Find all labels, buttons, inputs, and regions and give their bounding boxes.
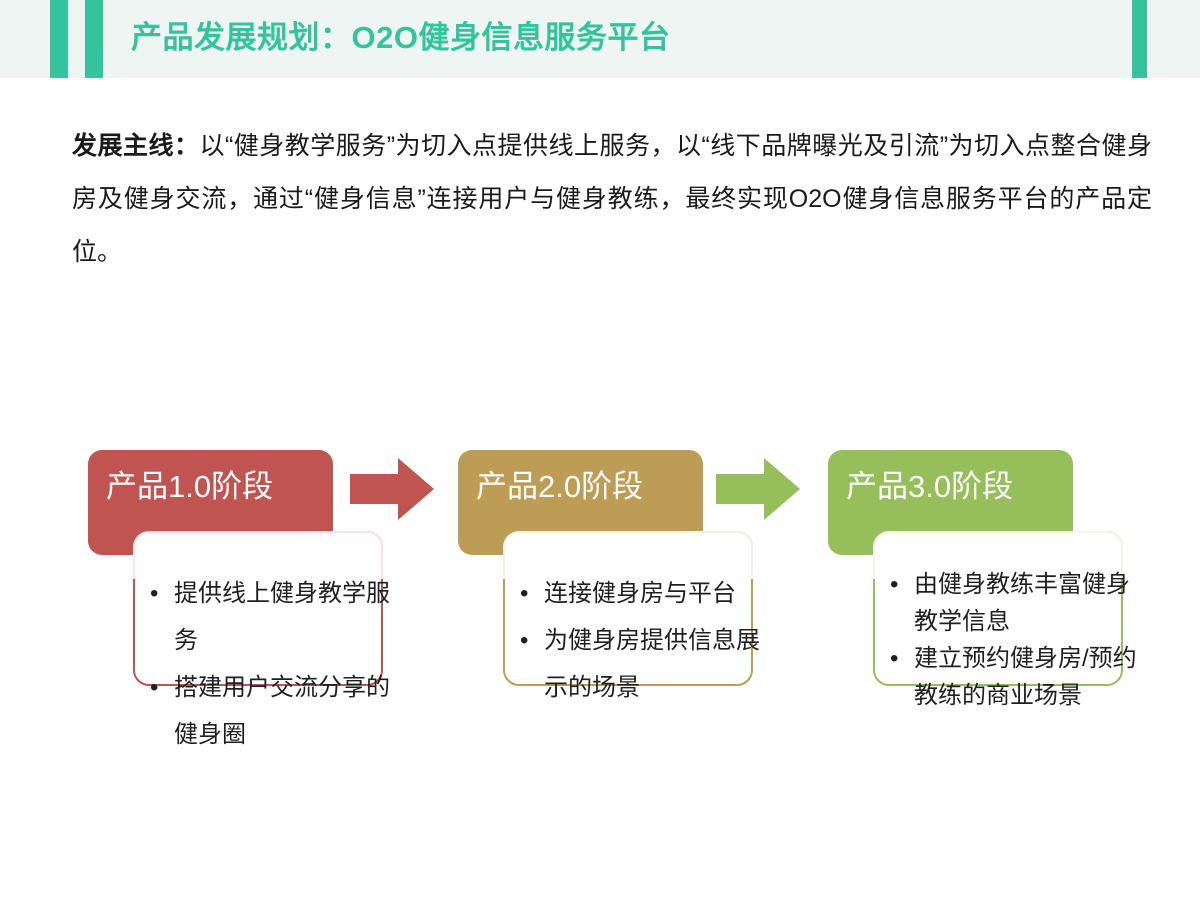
stage-flow-diagram: 产品1.0阶段 提供线上健身教学服务 搭建用户交流分享的健身圈 产品2.0阶段 bbox=[0, 440, 1200, 840]
stage-card-1[interactable]: 产品1.0阶段 提供线上健身教学服务 搭建用户交流分享的健身圈 bbox=[88, 440, 434, 820]
stage-3-bullet-list: 由健身教练丰富健身教学信息 建立预约健身房/预约教练的商业场景 bbox=[888, 566, 1138, 714]
arrow-stage2-to-stage3 bbox=[716, 458, 800, 520]
list-item: 提供线上健身教学服务 bbox=[148, 570, 398, 664]
stage-1-bullet-list: 提供线上健身教学服务 搭建用户交流分享的健身圈 bbox=[148, 570, 398, 758]
header-accent-bar-left-1 bbox=[50, 0, 68, 78]
header-accent-bar-right bbox=[1132, 0, 1147, 78]
stage-card-2[interactable]: 产品2.0阶段 连接健身房与平台 为健身房提供信息展示的场景 bbox=[458, 440, 800, 820]
stage-1-title: 产品1.0阶段 bbox=[106, 469, 274, 504]
header-band bbox=[0, 0, 1200, 78]
stage-card-3[interactable]: 产品3.0阶段 由健身教练丰富健身教学信息 建立预约健身房/预约教练的商业场景 bbox=[828, 440, 1137, 820]
list-item: 建立预约健身房/预约教练的商业场景 bbox=[888, 640, 1138, 714]
intro-paragraph: 发展主线：以“健身教学服务”为切入点提供线上服务，以“线下品牌曝光及引流”为切入… bbox=[72, 120, 1152, 279]
stage-3-title: 产品3.0阶段 bbox=[846, 469, 1014, 504]
header-accent-bar-left-2 bbox=[85, 0, 103, 78]
list-item: 为健身房提供信息展示的场景 bbox=[518, 617, 768, 711]
list-item: 搭建用户交流分享的健身圈 bbox=[148, 664, 398, 758]
intro-body-text: 以“健身教学服务”为切入点提供线上服务，以“线下品牌曝光及引流”为切入点整合健身… bbox=[72, 132, 1152, 266]
stage-2-bullet-list: 连接健身房与平台 为健身房提供信息展示的场景 bbox=[518, 570, 768, 711]
arrow-stage1-to-stage2 bbox=[350, 458, 434, 520]
list-item: 由健身教练丰富健身教学信息 bbox=[888, 566, 1138, 640]
page-title: 产品发展规划：O2O健身信息服务平台 bbox=[131, 20, 671, 55]
list-item: 连接健身房与平台 bbox=[518, 570, 768, 617]
intro-lead-label: 发展主线： bbox=[72, 132, 200, 160]
stage-2-title: 产品2.0阶段 bbox=[476, 469, 644, 504]
